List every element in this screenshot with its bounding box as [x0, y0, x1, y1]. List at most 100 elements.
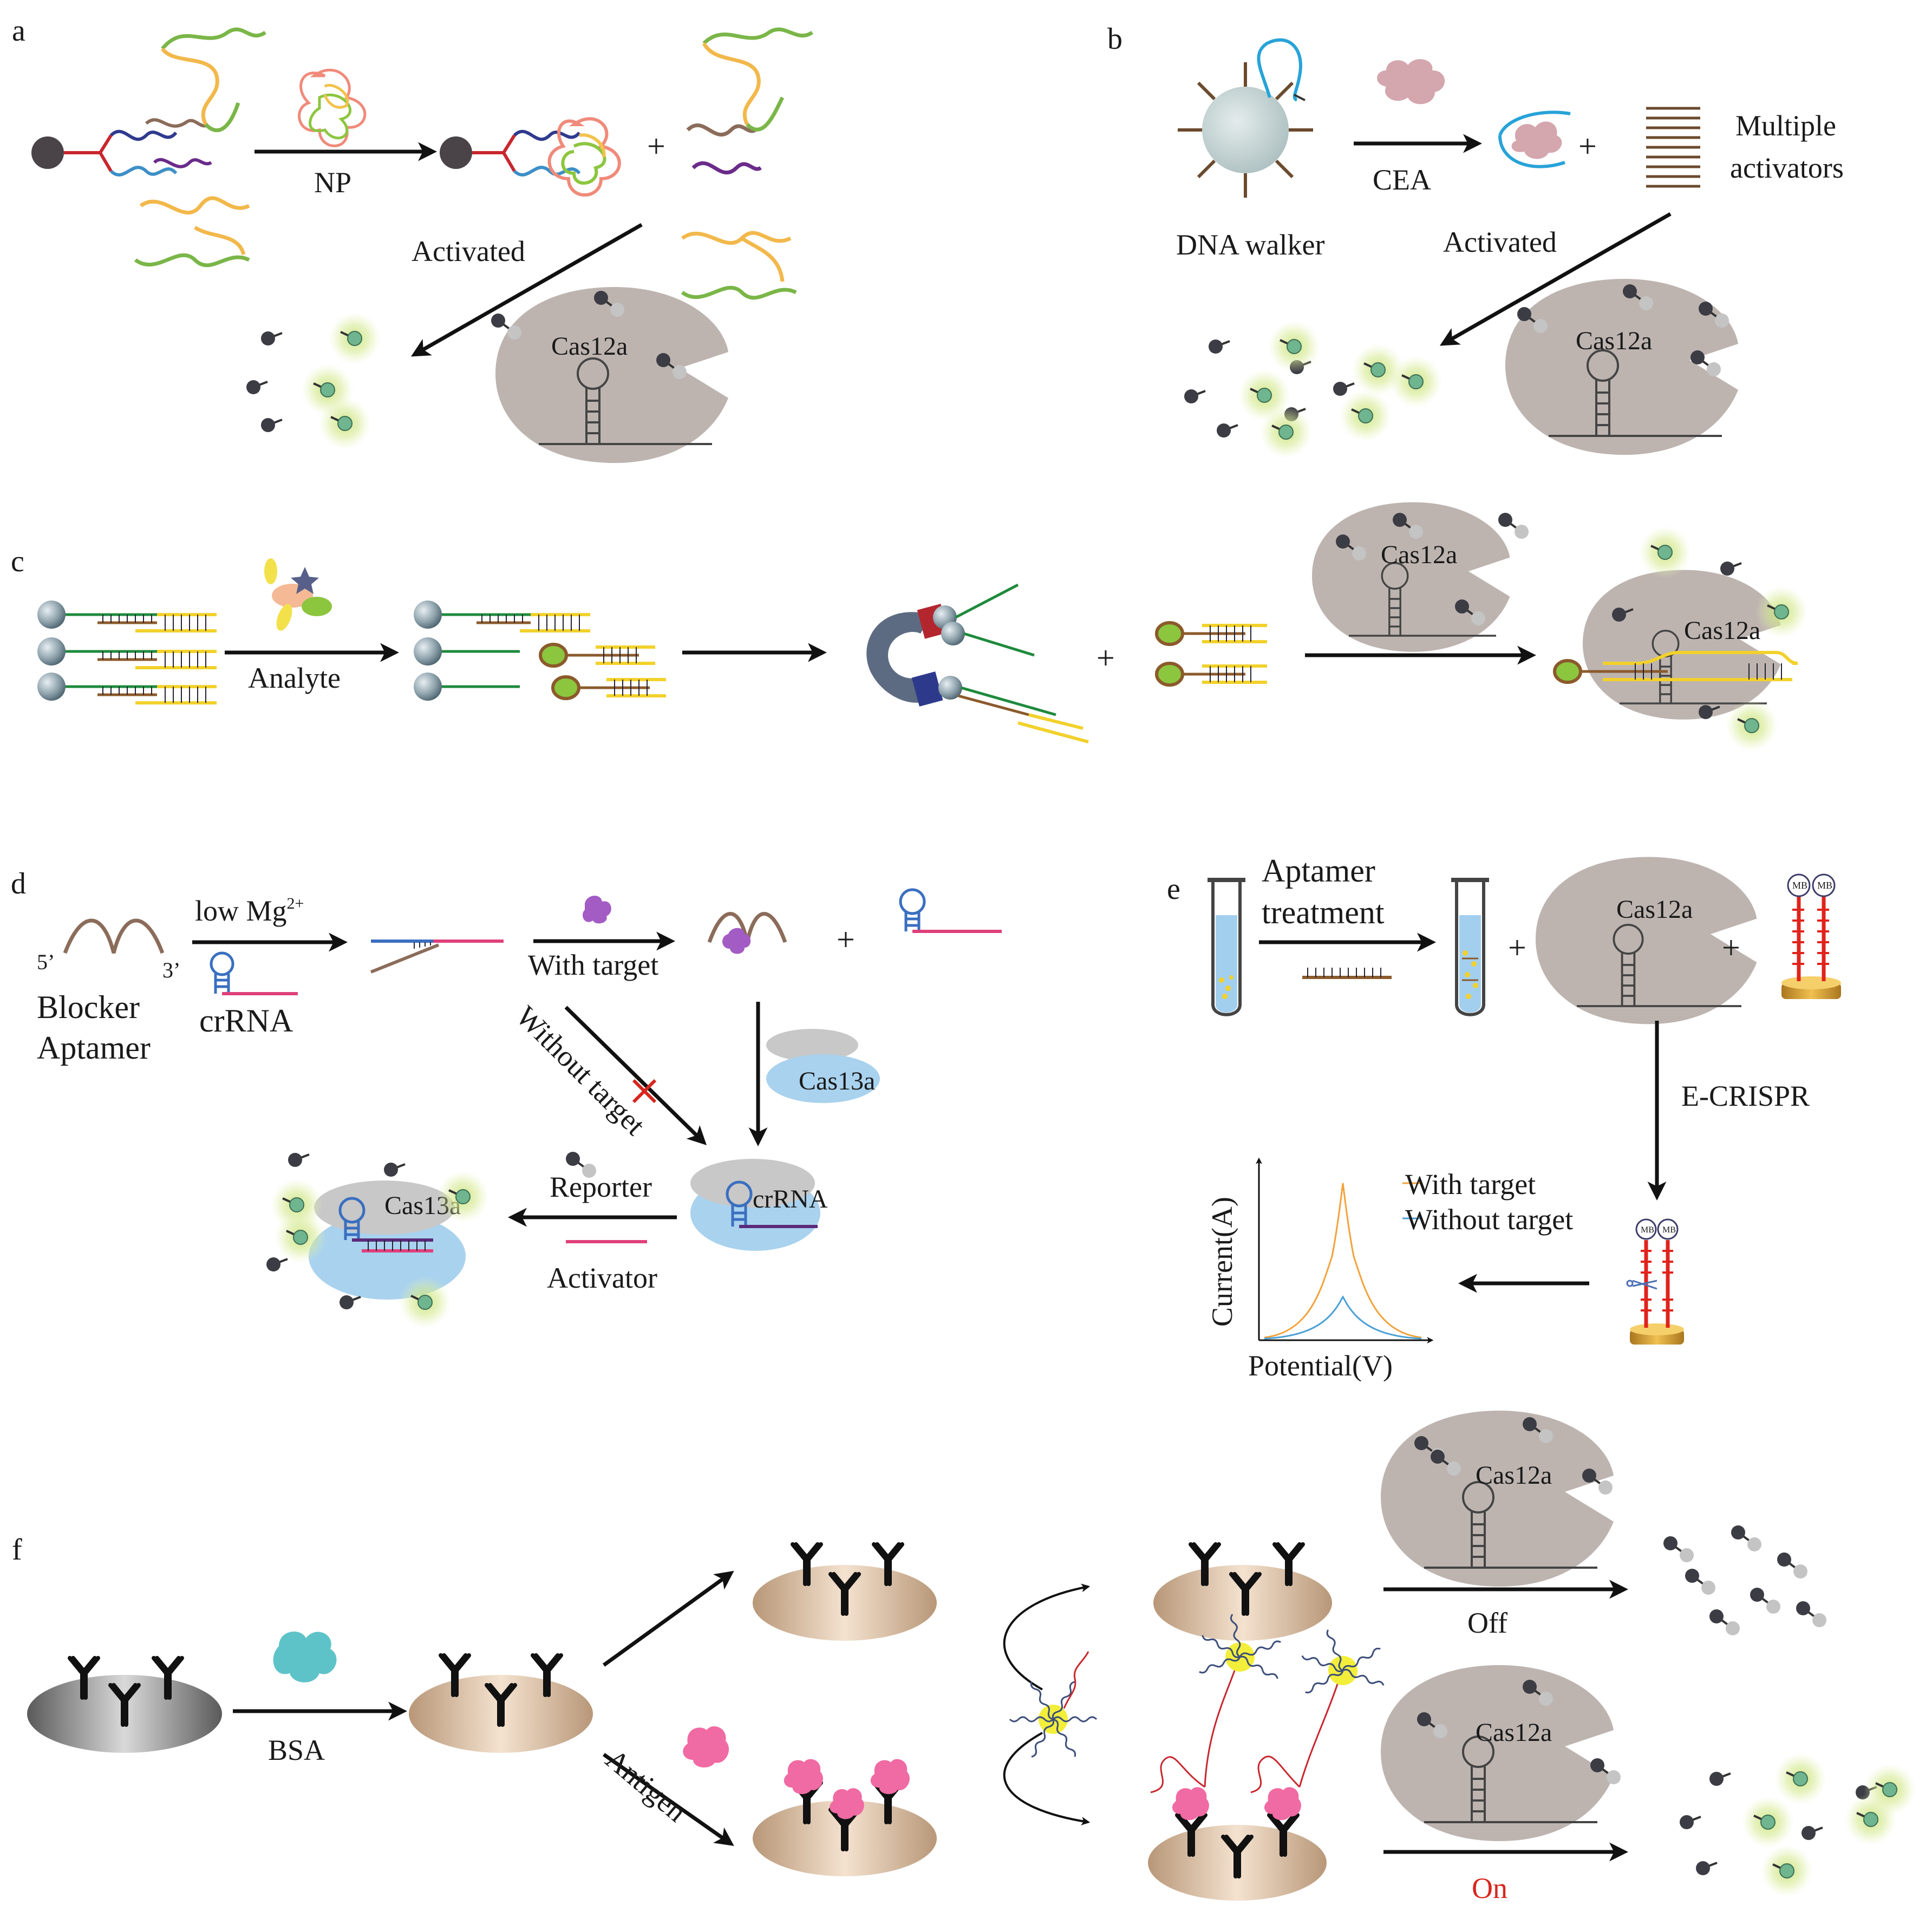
activated-label: Activated: [412, 235, 525, 268]
cleaved-dark-fragment-icon: [1183, 388, 1206, 405]
bsa-label: BSA: [268, 1734, 325, 1766]
cas12a-top-label: Cas12a: [1476, 1461, 1552, 1490]
three-prime-label: 3’: [162, 958, 180, 982]
cas12a-label: Cas12a: [551, 332, 628, 361]
plus-sign: +: [837, 922, 855, 957]
cleaved-electrode-icon: [1626, 1218, 1684, 1345]
plus-sign: +: [647, 128, 665, 164]
bead-icon: [31, 136, 64, 169]
cea-bound-strand-icon: [1498, 110, 1571, 168]
cas12a-label: Cas12a: [1576, 327, 1652, 355]
cea-arrow-label: CEA: [1373, 164, 1431, 196]
mb-label: MB: [1662, 1225, 1676, 1235]
blocker-crrna-duplex-icon: [370, 940, 504, 974]
panel-c: c: [11, 501, 1809, 753]
legend-without-target: Without target: [1405, 1203, 1573, 1236]
x-axis-label: Potential(V): [1248, 1349, 1393, 1382]
np-bound-complex-icon: [472, 117, 621, 197]
nanoparticle-icon: [1009, 1651, 1098, 1759]
crrna-label: crRNA: [199, 1003, 293, 1039]
mb-label: MB: [1641, 1225, 1654, 1235]
aptamer-label: Aptamer: [37, 1030, 151, 1066]
fluorescent-fragment-icon: [1863, 1763, 1917, 1817]
cleaved-dark-fragment-icon: [245, 379, 269, 395]
crrna-icon: [210, 951, 298, 995]
cleaved-dark-fragment-icon: [1695, 1860, 1718, 1876]
intact-reporter-icon: [1749, 1587, 1781, 1615]
cas12a-enzyme-icon: [1380, 1664, 1615, 1842]
np-arrow-label: NP: [314, 166, 351, 199]
target-protein-icon: [582, 896, 611, 924]
analyte-molecules-icon: [264, 558, 332, 631]
cas12a-top-label: Cas12a: [1381, 540, 1457, 569]
electrode-icon: [1781, 873, 1841, 999]
activator-duplex-icon: [1553, 651, 1798, 684]
on-label: On: [1472, 1872, 1507, 1904]
cleaved-dark-fragment-icon: [1332, 381, 1355, 397]
bound-antigen-icon: [784, 1759, 823, 1795]
fluorescent-fragment-icon: [1638, 525, 1692, 579]
cleaved-dark-fragment-icon: [1708, 1771, 1732, 1787]
fluorescent-fragment-icon: [1754, 585, 1809, 639]
panel-d: d 5’ 3’ Blocker Aptamer crRNA low Mg2+ W…: [11, 867, 1002, 1329]
cas12a-bottom-label: Cas12a: [1684, 616, 1760, 645]
panel-e: e Aptamer treatment: [1167, 853, 1841, 1382]
bsa-protein-icon: [273, 1632, 337, 1682]
cleaved-dark-fragment-icon: [1719, 560, 1742, 577]
fluorescent-fragment-icon: [1773, 1752, 1827, 1806]
released-probes-icon: [1155, 621, 1267, 687]
reporter-icon: [1497, 512, 1530, 540]
fluorescent-fragment-icon: [318, 396, 372, 451]
panel-f: f BSA Antigen: [12, 1410, 1917, 1904]
without-target-arrow-icon: [564, 1006, 707, 1145]
mb-label: MB: [1817, 880, 1832, 891]
mb-label: MB: [1792, 880, 1807, 891]
no-antigen-arrow-icon: [602, 1570, 734, 1667]
low-mg-superscript: 2+: [287, 895, 304, 912]
plus-sign: +: [1722, 930, 1740, 965]
e-crispr-label: E-CRISPR: [1681, 1080, 1810, 1112]
cas12a-bottom-label: Cas12a: [1476, 1718, 1552, 1747]
hybrid-strands-icon: [64, 118, 212, 177]
panel-d-label: d: [11, 867, 26, 901]
plus-sign: +: [1508, 930, 1526, 965]
free-crrna-icon: [899, 888, 1002, 933]
multiple-label: Multiple: [1735, 109, 1836, 142]
panel-a: a NP: [12, 14, 813, 464]
dna-walker-icon: [1178, 38, 1313, 198]
y-axis-label: Current(A): [1206, 1197, 1238, 1327]
fluorescent-fragment-icon: [1389, 355, 1443, 409]
blocked-x-icon: [632, 1079, 657, 1104]
cas13a-right-label: Cas13a: [799, 1067, 875, 1095]
without-target-curve: [1264, 1295, 1422, 1340]
panel-b-label: b: [1107, 22, 1122, 56]
antigen-arrow-icon: [602, 1753, 734, 1847]
fluorescent-fragment-icon: [1741, 1795, 1795, 1849]
intact-reporter-icon: [1662, 1535, 1695, 1563]
cas13a-crrna-complex-icon: [690, 1159, 820, 1251]
magnet-icon: [866, 583, 1089, 743]
bead-probe-array-icon: [37, 601, 217, 704]
cas12a-enzyme-icon: [1311, 501, 1511, 653]
off-label: Off: [1467, 1607, 1507, 1639]
antigen-icon: [683, 1726, 729, 1768]
cleaved-dark-fragment-icon: [1216, 422, 1239, 439]
legend-with-target: With target: [1405, 1168, 1536, 1201]
panel-b: b DNA walker CEA +: [1107, 22, 1844, 459]
blocker-aptamer-strand-icon: [63, 918, 165, 954]
cas13a-enzyme-icon: [766, 1029, 880, 1103]
voltammogram-chart: [1256, 1157, 1434, 1343]
scissors-icon: [1626, 1280, 1657, 1290]
plus-sign: +: [1096, 640, 1115, 676]
cleaved-dark-fragment-icon: [265, 1256, 289, 1273]
aptamer-strands-icon: [134, 27, 266, 268]
intact-reporter-icon: [1684, 1568, 1716, 1596]
with-target-curve: [1264, 1183, 1422, 1339]
cleaved-dark-fragment-icon: [1208, 338, 1231, 355]
fluorescent-fragment-icon: [1760, 1844, 1814, 1898]
panel-a-label: a: [12, 14, 25, 48]
reporter-label: Reporter: [550, 1171, 652, 1203]
activated-label: Activated: [1443, 226, 1557, 258]
aptamer-comb-icon: [1302, 968, 1392, 979]
